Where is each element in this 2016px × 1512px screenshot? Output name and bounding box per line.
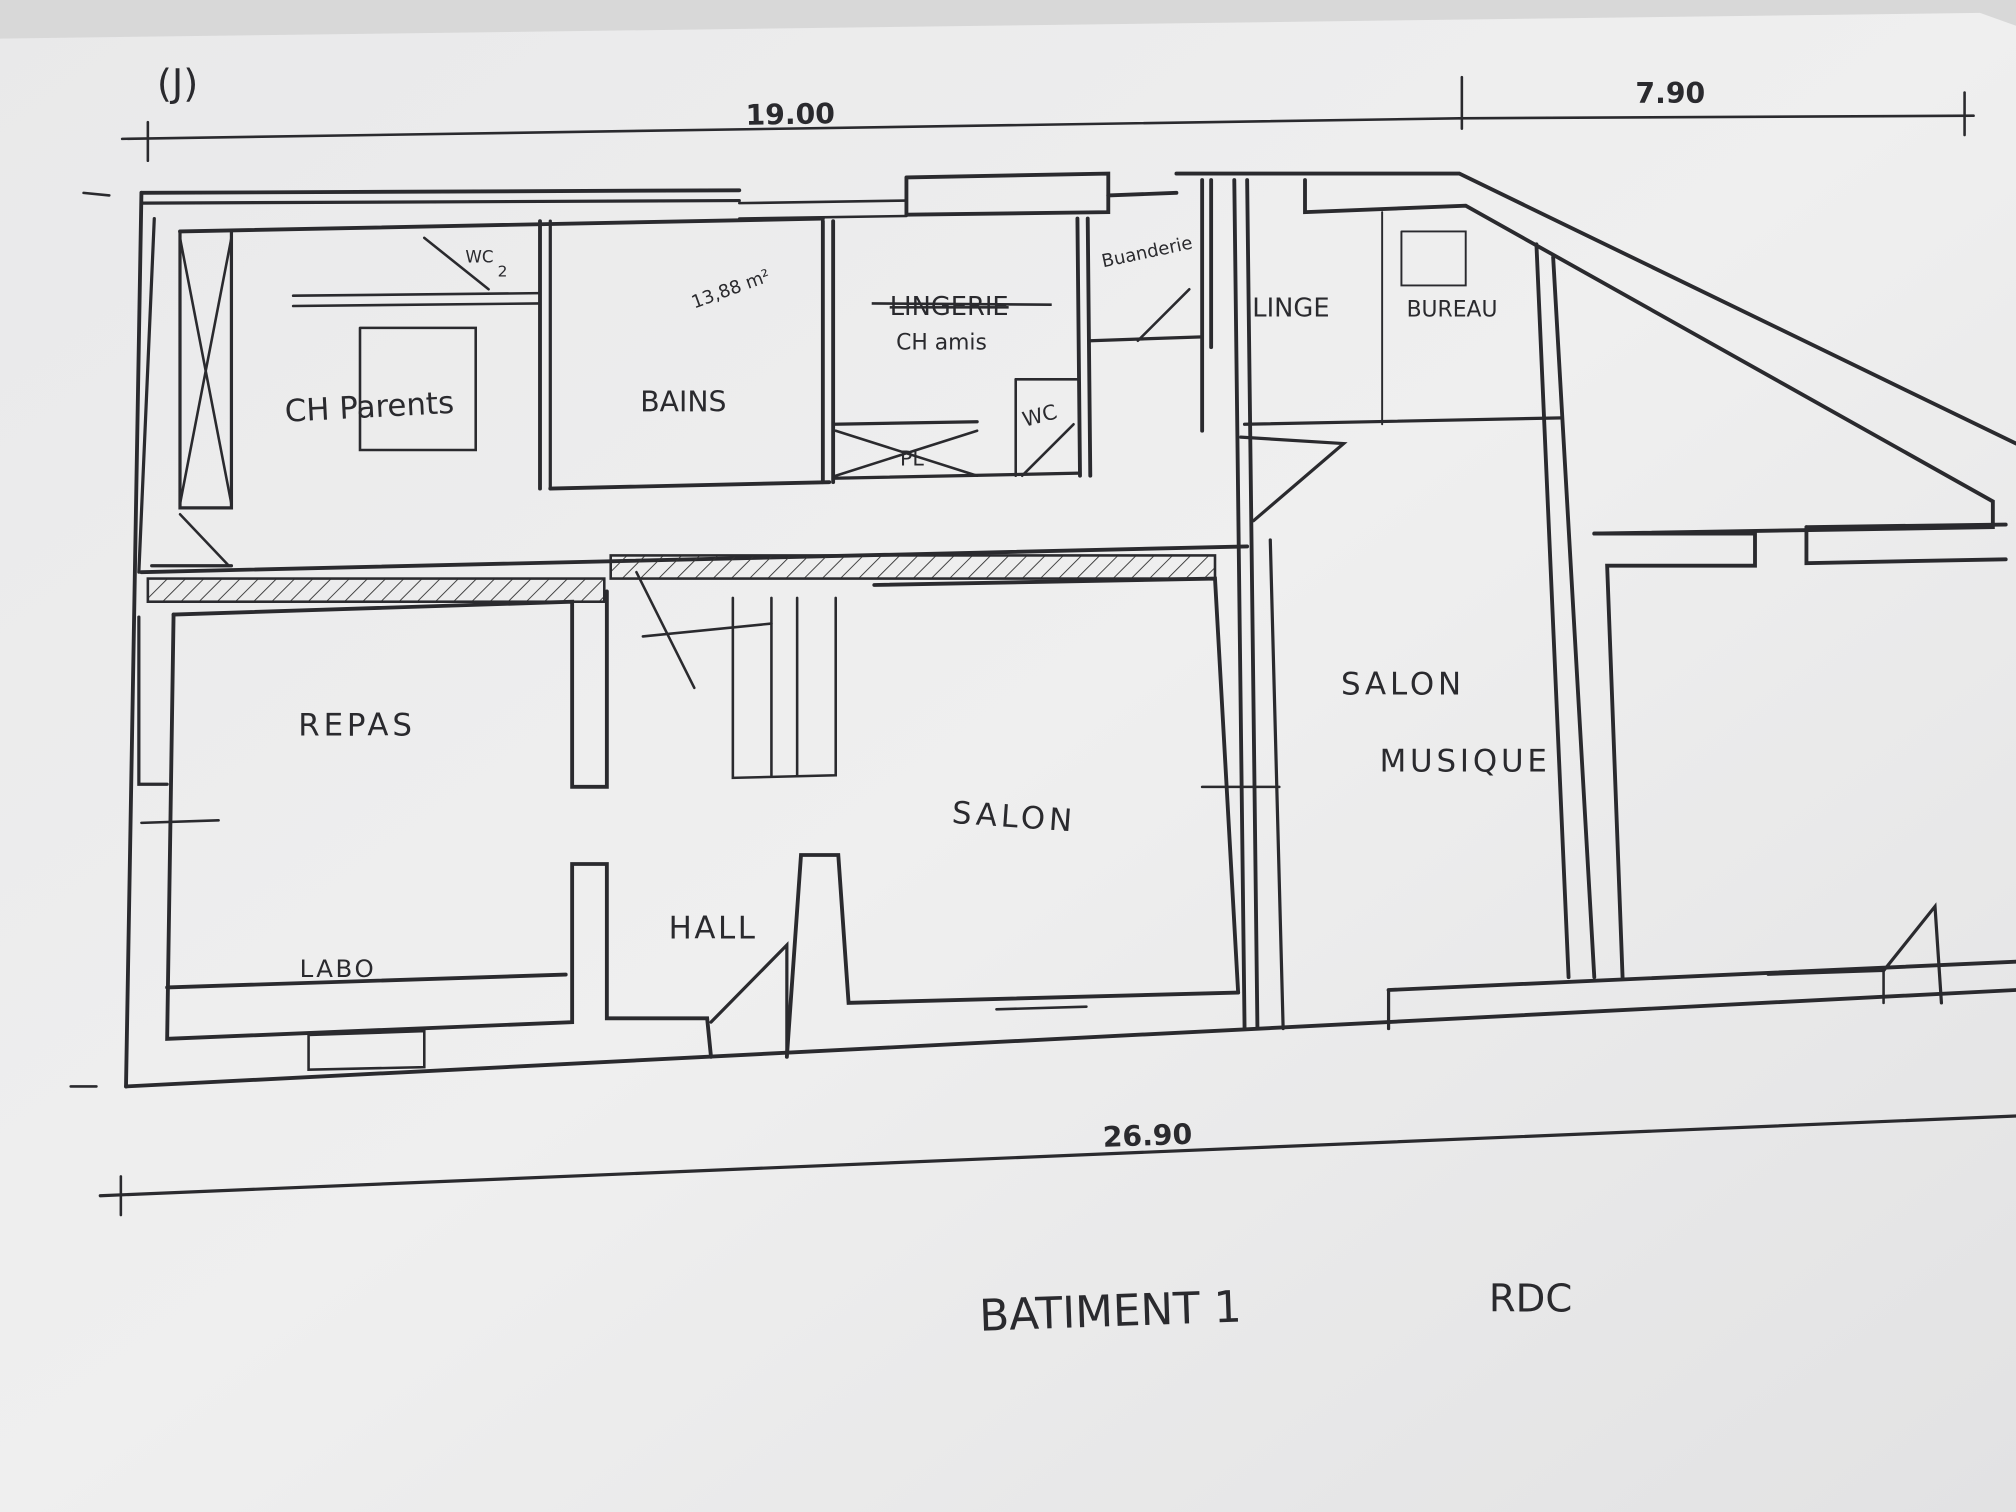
dimension-bottom: 26.90 bbox=[1102, 1118, 1193, 1154]
room-label-lingerie-struck: LINGERIE bbox=[890, 292, 1009, 322]
wall-line bbox=[178, 216, 825, 234]
wall-line bbox=[1268, 538, 1285, 1031]
wall-line bbox=[1242, 416, 1564, 426]
wall-line bbox=[1881, 902, 1944, 1005]
wall-line bbox=[1534, 242, 1571, 980]
wall-line bbox=[834, 429, 979, 477]
room-label-salon: SALON bbox=[951, 795, 1077, 840]
room-label-labo: LABO bbox=[300, 954, 377, 983]
wall-line bbox=[548, 480, 832, 491]
wall-line bbox=[171, 589, 609, 789]
paper-sheet bbox=[0, 12, 2016, 1512]
wall-line bbox=[139, 198, 741, 205]
sheet-mark: (J) bbox=[157, 61, 198, 106]
room-label-pl: PL bbox=[900, 446, 924, 470]
room-label-wc2-num: 2 bbox=[498, 262, 508, 280]
wall-line bbox=[82, 191, 111, 197]
wall-line bbox=[178, 229, 234, 510]
wall-line bbox=[139, 188, 742, 195]
wall-line bbox=[165, 972, 568, 990]
walls bbox=[69, 75, 2016, 1217]
wall-line bbox=[1232, 178, 1247, 1031]
wall-line bbox=[1804, 525, 2008, 566]
wall-line bbox=[423, 236, 490, 291]
wall-line bbox=[635, 570, 696, 690]
wall-line bbox=[904, 171, 1111, 217]
wall-line bbox=[1075, 216, 1082, 478]
wall-line bbox=[831, 471, 1082, 480]
hatched-wall-left bbox=[146, 577, 606, 604]
wall-line bbox=[731, 596, 838, 780]
sheet-level: RDC bbox=[1489, 1276, 1572, 1321]
wall-line bbox=[1303, 178, 1995, 536]
room-label-ch-amis: CH amis bbox=[896, 331, 987, 356]
wall-line bbox=[1592, 531, 1757, 980]
wall-line bbox=[1106, 190, 1179, 198]
room-label-bureau: BUREAU bbox=[1407, 297, 1498, 322]
wall-line bbox=[291, 302, 542, 308]
wall-line bbox=[178, 513, 231, 568]
wall-line bbox=[831, 420, 979, 426]
strike-line bbox=[871, 302, 1052, 306]
room-label-ch-parents: CH Parents bbox=[284, 385, 455, 430]
room-label-bains: BAINS bbox=[640, 385, 726, 418]
wall-line bbox=[1386, 959, 2016, 992]
wall-line bbox=[641, 622, 773, 638]
wall-line bbox=[137, 615, 169, 786]
room-label-wc2: WC bbox=[465, 246, 493, 266]
wall-line bbox=[1136, 288, 1191, 342]
room-label-salon-musique-1: SALON bbox=[1341, 666, 1465, 702]
annotations: (J) 19.00 7.90 26.90 CH Parents WC 2 BAI… bbox=[157, 61, 1705, 1341]
dimension-top-right: 7.90 bbox=[1635, 77, 1705, 110]
wall-line bbox=[307, 1029, 426, 1072]
room-label-hall: HALL bbox=[669, 911, 758, 947]
wall-line bbox=[1804, 522, 2008, 530]
wall-line bbox=[124, 190, 144, 1089]
wall-line bbox=[1400, 230, 1467, 287]
wall-line bbox=[784, 853, 1241, 1059]
wall-line bbox=[178, 236, 233, 506]
wall-line bbox=[1245, 178, 1260, 1031]
wall-line bbox=[358, 326, 478, 452]
room-label-salon-musique-2: MUSIQUE bbox=[1380, 743, 1551, 779]
wall-line bbox=[165, 612, 713, 1059]
room-label-linge: LINGE bbox=[1252, 293, 1329, 323]
wall-line bbox=[1085, 216, 1093, 478]
wall-line bbox=[98, 1114, 2016, 1198]
wall-line bbox=[709, 941, 789, 1059]
wall-line bbox=[1458, 114, 1975, 120]
wall-line bbox=[1551, 255, 1597, 980]
wall-line bbox=[1020, 423, 1075, 477]
wall-line bbox=[291, 291, 542, 297]
sheet-title: BATIMENT 1 bbox=[978, 1282, 1242, 1342]
wall-line bbox=[124, 988, 2016, 1089]
wall-line bbox=[1174, 171, 2016, 446]
wall-line bbox=[140, 819, 220, 825]
wall-line bbox=[120, 117, 1461, 141]
wall-line bbox=[995, 1005, 1088, 1011]
hatched-wall-right bbox=[609, 554, 1217, 580]
dimension-top-left: 19.00 bbox=[745, 97, 835, 132]
wall-line bbox=[1088, 335, 1204, 343]
wall-line bbox=[137, 216, 156, 574]
wall-line bbox=[738, 199, 908, 205]
room-label-repas: REPAS bbox=[298, 707, 416, 743]
wall-line bbox=[1239, 435, 1348, 523]
